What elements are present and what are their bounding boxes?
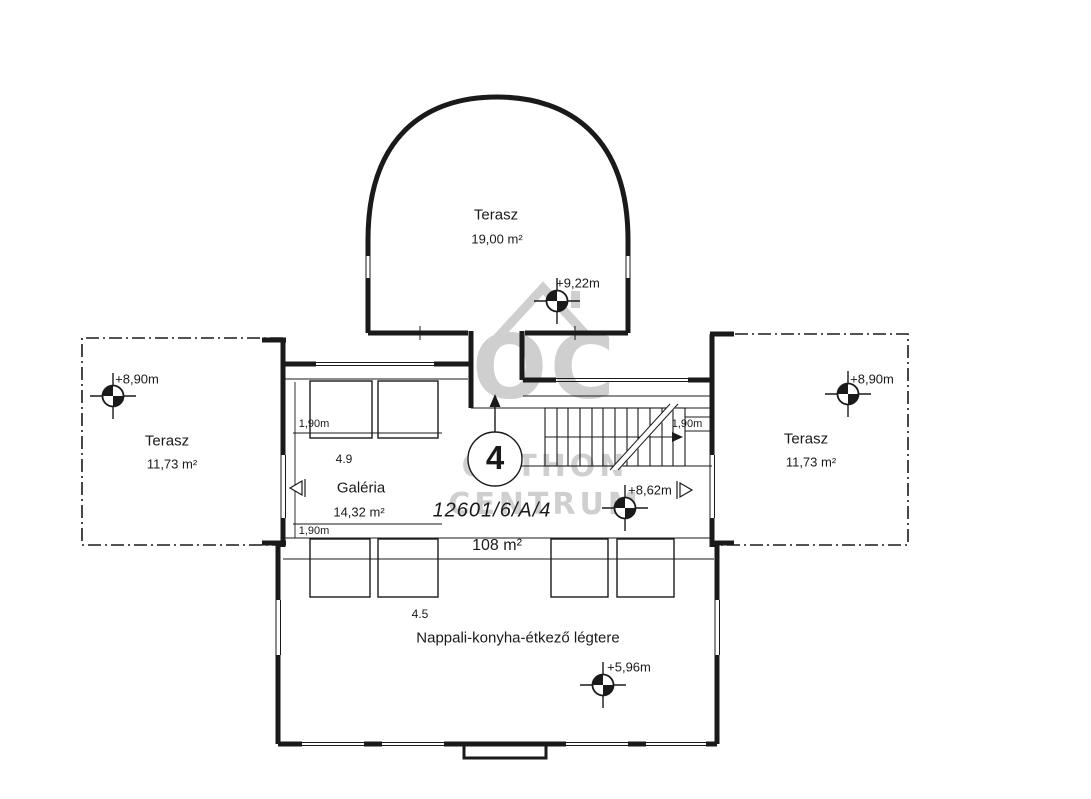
living-room-number: 4.5 — [411, 607, 429, 621]
side-terrace-outlines — [81, 333, 909, 546]
stairs-width: 1,90m — [671, 418, 703, 430]
unit-number-marker — [467, 394, 523, 487]
terrace-left-name: Terasz — [144, 432, 190, 450]
terrace-left-area: 11,73 m² — [146, 456, 198, 472]
unit-number: 4 — [485, 439, 505, 476]
stair-break-line — [609, 403, 679, 471]
watermark-chimney-icon — [571, 291, 580, 308]
gallery-room-number: 4.9 — [335, 452, 353, 466]
floor-openings — [309, 380, 675, 598]
top-terrace-walls — [365, 94, 631, 408]
right-door-marker-icon — [679, 481, 694, 499]
elevation-label-terrace-left: +8,90m — [115, 371, 159, 387]
parcel-id: 12601/6/A/4 — [432, 499, 552, 522]
terrace-right-name: Terasz — [783, 430, 829, 448]
unit-area: 108 m² — [472, 537, 522, 554]
terrace-right-area: 11,73 m² — [785, 454, 837, 470]
watermark: OC OTTHON CENTRUM — [448, 281, 641, 522]
living-name: Nappali-konyha-étkező légtere — [416, 629, 620, 647]
terrace-top-name: Terasz — [473, 206, 519, 224]
elevation-label-terrace-top: +9,22m — [556, 275, 600, 291]
top-terrace-openings — [363, 256, 633, 340]
stair-direction-arrowhead — [672, 432, 683, 442]
windows — [275, 362, 720, 746]
up-arrow-icon — [489, 394, 501, 407]
left-door-marker-icon — [288, 479, 303, 497]
gallery-name: Galéria — [336, 479, 386, 497]
elevation-label-living: +5,96m — [607, 659, 651, 675]
entry-step — [462, 744, 548, 760]
gallery-width-bottom: 1,90m — [298, 525, 330, 537]
door-markers — [288, 479, 694, 499]
main-walls — [275, 361, 720, 747]
gallery-area: 14,32 m² — [333, 504, 385, 520]
gallery-width-top: 1,90m — [298, 418, 330, 430]
watermark-roof-icon — [493, 281, 593, 342]
elevation-label-terrace-right: +8,90m — [850, 371, 894, 387]
watermark-name-line2: CENTRUM — [448, 487, 641, 522]
terrace-top-area: 19,00 m² — [471, 231, 523, 247]
elevation-label-gallery: +8,62m — [628, 482, 672, 498]
